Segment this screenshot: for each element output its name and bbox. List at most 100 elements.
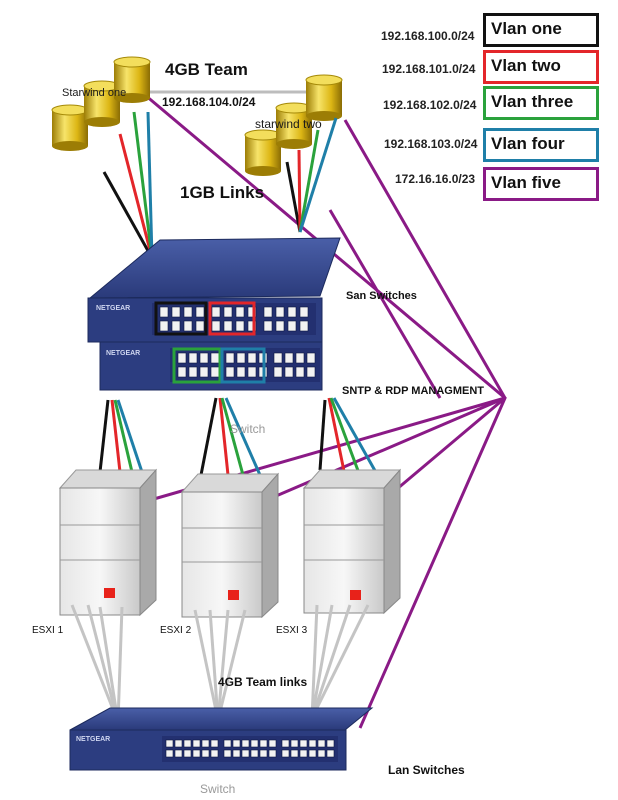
vlan-four-subnet: 192.168.103.0/24 bbox=[384, 137, 478, 151]
vlan-five-name: Vlan five bbox=[491, 173, 561, 192]
switch-port bbox=[299, 306, 309, 318]
switch-port bbox=[165, 739, 174, 748]
switch-port bbox=[250, 749, 259, 758]
switch-port bbox=[199, 352, 209, 364]
switch-port bbox=[171, 320, 181, 332]
switch-port bbox=[211, 320, 221, 332]
vlan-three-box: Vlan three bbox=[483, 86, 599, 120]
switch-port bbox=[247, 366, 257, 378]
lan-switch bbox=[69, 707, 374, 771]
san-switch-brand-bottom: NETGEAR bbox=[106, 350, 141, 357]
switch-port bbox=[275, 320, 285, 332]
switch-port bbox=[236, 366, 246, 378]
switch-port bbox=[263, 306, 273, 318]
lan-switch-ports bbox=[165, 739, 335, 758]
san-vlan-port-groups bbox=[154, 301, 266, 384]
switch-port bbox=[299, 749, 308, 758]
san-switches-label: San Switches bbox=[346, 290, 417, 302]
switch-port bbox=[299, 739, 308, 748]
switch-port bbox=[299, 320, 309, 332]
switch-port bbox=[183, 739, 192, 748]
switch-port bbox=[232, 739, 241, 748]
storage-team-label: 4GB Team bbox=[165, 60, 248, 79]
switch-port bbox=[287, 306, 297, 318]
vlan-four-box: Vlan four bbox=[483, 128, 599, 162]
esxi-2-label: ESXI 2 bbox=[160, 625, 192, 636]
switch-port bbox=[317, 749, 326, 758]
switch-port bbox=[247, 306, 257, 318]
switch-port bbox=[241, 749, 250, 758]
switch-port bbox=[317, 739, 326, 748]
switch-port bbox=[201, 749, 210, 758]
switch-port bbox=[273, 352, 283, 364]
vlan-three-name: Vlan three bbox=[491, 92, 574, 111]
cylinder bbox=[51, 104, 89, 151]
switch-port bbox=[275, 306, 285, 318]
switch-port bbox=[306, 352, 316, 364]
esxi-3-links bbox=[318, 397, 380, 477]
switch-port bbox=[199, 366, 209, 378]
switch-port bbox=[287, 320, 297, 332]
vlan-two-name: Vlan two bbox=[491, 56, 561, 75]
switch-port bbox=[210, 739, 219, 748]
switch-port bbox=[250, 739, 259, 748]
switch-port bbox=[223, 306, 233, 318]
switch-port bbox=[192, 749, 201, 758]
san-switch-brand-top: NETGEAR bbox=[96, 305, 131, 312]
switch-port bbox=[284, 352, 294, 364]
switch-port bbox=[201, 739, 210, 748]
lan-switch-brand: NETGEAR bbox=[76, 736, 111, 743]
switch-port bbox=[177, 366, 187, 378]
switch-port bbox=[210, 749, 219, 758]
switch-port bbox=[188, 352, 198, 364]
san-switch-caption: Switch bbox=[230, 422, 266, 436]
switch-port bbox=[183, 749, 192, 758]
switch-port bbox=[281, 739, 290, 748]
links-label: 1GB Links bbox=[180, 183, 265, 202]
switch-port bbox=[174, 749, 183, 758]
switch-port bbox=[165, 749, 174, 758]
switch-port bbox=[235, 320, 245, 332]
starwind-one-label: Starwind one bbox=[62, 87, 127, 99]
switch-port bbox=[210, 366, 220, 378]
switch-port bbox=[306, 366, 316, 378]
switch-port bbox=[236, 352, 246, 364]
switch-port bbox=[159, 306, 169, 318]
switch-port bbox=[183, 320, 193, 332]
cylinder bbox=[244, 129, 282, 176]
vlan-two-subnet: 192.168.101.0/24 bbox=[382, 62, 476, 76]
switch-port bbox=[295, 366, 305, 378]
management-label: SNTP & RDP MANAGMENT bbox=[342, 385, 484, 397]
switch-port bbox=[290, 739, 299, 748]
switch-port bbox=[192, 739, 201, 748]
switch-port bbox=[326, 739, 335, 748]
vlan-five-box: Vlan five bbox=[483, 167, 599, 201]
switch-port bbox=[241, 739, 250, 748]
switch-port bbox=[188, 366, 198, 378]
switch-port bbox=[259, 749, 268, 758]
esxi-3-label: ESXI 3 bbox=[276, 625, 308, 636]
switch-port bbox=[326, 749, 335, 758]
switch-port bbox=[211, 306, 221, 318]
starwind-two-label: starwind two bbox=[255, 117, 322, 131]
vlan-two-box: Vlan two bbox=[483, 50, 599, 84]
vlan-one-box: Vlan one bbox=[483, 13, 599, 47]
esxi-1-links bbox=[98, 399, 144, 473]
switch-port bbox=[159, 320, 169, 332]
switch-port bbox=[171, 306, 181, 318]
switch-port bbox=[195, 320, 205, 332]
esxi-3-server bbox=[302, 468, 402, 615]
vlan-one-subnet: 192.168.100.0/24 bbox=[381, 29, 475, 43]
starwind-two-links bbox=[285, 117, 338, 233]
lan-switches-label: Lan Switches bbox=[388, 763, 465, 777]
switch-port bbox=[232, 749, 241, 758]
starwind-two-storage bbox=[244, 74, 343, 176]
switch-port bbox=[295, 352, 305, 364]
starwind-one-links bbox=[102, 111, 154, 259]
switch-port bbox=[284, 366, 294, 378]
switch-port bbox=[235, 306, 245, 318]
switch-port bbox=[273, 366, 283, 378]
switch-port bbox=[223, 739, 232, 748]
switch-port bbox=[174, 739, 183, 748]
